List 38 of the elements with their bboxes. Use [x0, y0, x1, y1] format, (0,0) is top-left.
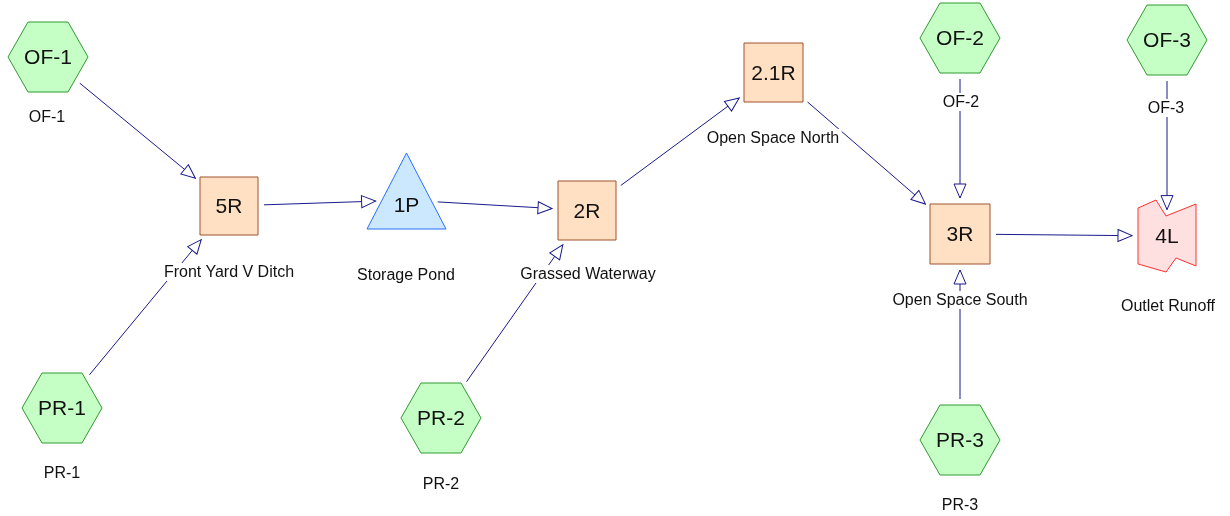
node-label: 5R [215, 194, 243, 218]
hexagon-node [8, 22, 88, 92]
hexagon-node [920, 405, 1000, 475]
arrow [89, 239, 202, 376]
node-label: 2.1R [751, 60, 796, 85]
hexagon-node [22, 373, 102, 443]
node-caption: Open Space South [890, 291, 1030, 309]
node-label: OF-2 [936, 26, 984, 50]
arrow [620, 97, 740, 186]
arrow [995, 229, 1133, 243]
node-caption: OF-2 [940, 93, 982, 111]
arrow [79, 82, 196, 179]
node-label: OF-1 [24, 45, 72, 69]
node-caption: Grassed Waterway [518, 265, 658, 283]
node-caption: Open Space North [704, 129, 842, 147]
node-caption: OF-3 [1145, 99, 1187, 117]
arrow [466, 244, 564, 383]
node-label: OF-3 [1143, 28, 1191, 52]
node-label: 1P [393, 193, 420, 217]
hexagon-node [1127, 5, 1207, 75]
link-node [1138, 200, 1196, 272]
node-label: PR-1 [38, 396, 86, 420]
node-label: PR-3 [936, 428, 984, 452]
node-label: 4L [1155, 224, 1179, 248]
node-label: PR-2 [417, 406, 465, 430]
node-label: 3R [946, 222, 974, 246]
hexagon-node [920, 3, 1000, 73]
reach-box [200, 177, 258, 235]
hexagon-node [401, 383, 481, 453]
reach-box [558, 181, 616, 240]
arrow [807, 101, 926, 205]
node-caption: Storage Pond [355, 266, 457, 284]
reach-box [930, 204, 990, 264]
arrow [263, 195, 377, 209]
arrow [437, 201, 553, 215]
pond-triangle [367, 153, 446, 229]
reach-box [744, 43, 803, 102]
node-label: 2R [573, 198, 601, 223]
